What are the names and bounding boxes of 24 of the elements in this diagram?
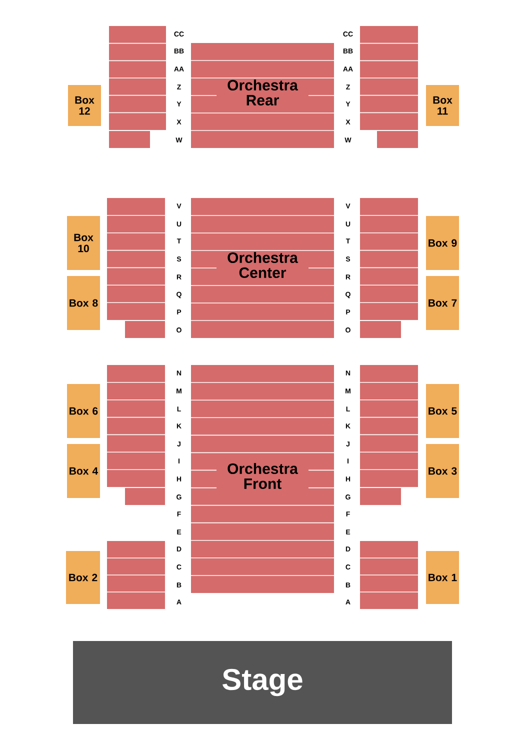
seating-section xyxy=(360,198,418,338)
box-seat: Box 6 xyxy=(67,384,100,438)
box-seat: Box 8 xyxy=(67,276,100,330)
box-seat: Box 11 xyxy=(426,85,459,126)
box-seat: Box 2 xyxy=(66,551,100,604)
seating-section xyxy=(106,365,166,505)
seating-section xyxy=(360,26,418,148)
box-seat: Box 10 xyxy=(67,216,100,270)
box-seat: Box 1 xyxy=(426,551,459,604)
box-seat: Box 7 xyxy=(426,276,459,330)
seating-section: Orchestra Rear xyxy=(190,43,334,148)
seating-section xyxy=(360,541,418,609)
seating-section xyxy=(106,198,166,338)
seating-section: Orchestra Center xyxy=(190,198,334,338)
seating-section xyxy=(106,541,166,609)
seating-section xyxy=(360,365,418,505)
box-seat: Box 9 xyxy=(426,216,459,270)
box-seat: Box 3 xyxy=(426,444,459,498)
stage: Stage xyxy=(73,641,452,724)
box-seat: Box 5 xyxy=(426,384,459,438)
seating-section xyxy=(108,26,166,148)
box-seat: Box 12 xyxy=(68,85,101,126)
box-seat: Box 4 xyxy=(67,444,100,498)
seating-section: Orchestra Front xyxy=(190,365,334,593)
